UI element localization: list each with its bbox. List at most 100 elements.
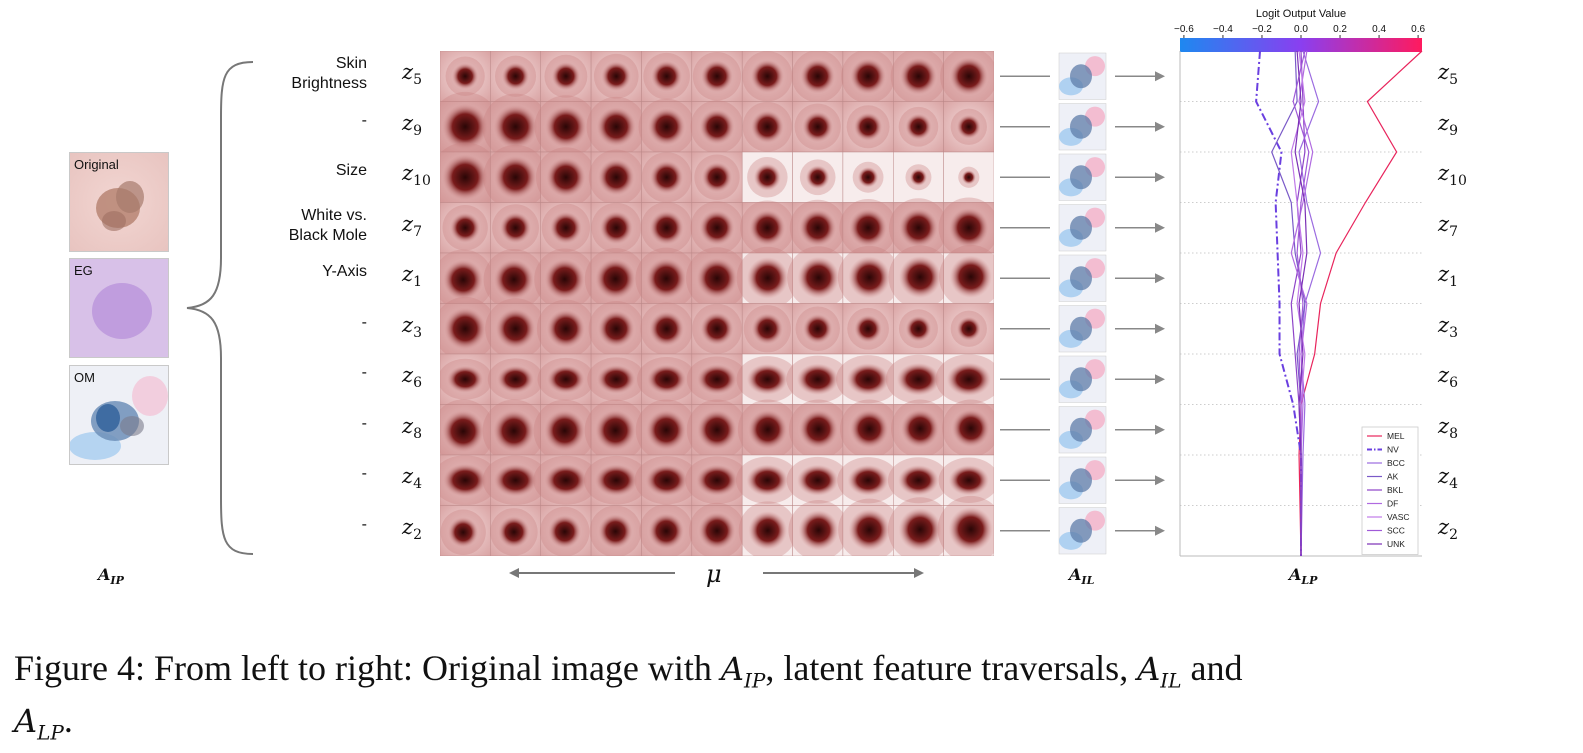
traversal-cell: [842, 101, 894, 153]
z-label-left-0: z5: [402, 60, 422, 89]
traversal-cell: [837, 245, 901, 309]
arrow-head: [1155, 273, 1165, 284]
feature-label-line: Y-Axis: [322, 263, 367, 281]
caption-a-lp: ALP: [14, 702, 64, 745]
traversal-cell: [791, 51, 844, 103]
series-line-bcc: [1298, 50, 1322, 557]
traversal-cell: [792, 101, 844, 153]
traversal-cell: [788, 399, 849, 459]
legend-label: UNK: [1387, 539, 1405, 549]
il-tile: [1058, 204, 1107, 252]
il-row: [1000, 507, 1165, 555]
feature-label-2: Size: [197, 161, 367, 181]
traversal-cell: [792, 303, 844, 355]
traversal-cell: [690, 100, 744, 154]
traversal-cell: [534, 95, 598, 159]
traversal-cell: [691, 303, 743, 355]
traversal-cell: [893, 303, 944, 355]
traversal-cell: [838, 498, 901, 556]
il-row: [1000, 355, 1165, 403]
traversal-cell: [490, 51, 541, 102]
feature-label-line: -: [361, 465, 367, 483]
traversal-cell: [686, 353, 748, 405]
traversal-cell: [639, 504, 694, 556]
feature-label-line: -: [361, 313, 367, 331]
traversal-cell: [533, 399, 596, 462]
z-label-right-2: z10: [1438, 161, 1467, 190]
traversal-cell: [483, 144, 548, 210]
traversal-cell: [736, 353, 799, 405]
original-image: [70, 153, 168, 251]
z-label-left-4: z1: [402, 262, 422, 291]
traversal-cell: [738, 501, 797, 556]
traversal-cell: [635, 247, 698, 310]
arrow-head: [1155, 323, 1165, 334]
z-label-left-8: z4: [402, 464, 422, 493]
thumbnail-label-om: OM: [74, 370, 95, 385]
series-line-unk: [1294, 50, 1308, 556]
traversal-cell: [891, 399, 950, 458]
traversal-cell: [584, 248, 647, 310]
traversal-cell: [539, 505, 592, 556]
traversal-cell: [839, 399, 899, 459]
traversal-cell: [635, 399, 697, 461]
traversal-cell: [685, 454, 749, 506]
traversal-cell: [540, 202, 592, 254]
traversal-cell: [440, 353, 493, 405]
traversal-cell: [888, 245, 952, 309]
feature-label-line: Skin: [335, 55, 367, 73]
arrow-head: [1155, 424, 1165, 435]
traversal-cell: [482, 93, 549, 160]
feature-label-line: Size: [335, 162, 367, 180]
legend-label: VASC: [1387, 512, 1410, 522]
il-row: [1000, 406, 1165, 454]
traversal-cell: [943, 151, 994, 203]
feature-label-line: -: [361, 515, 367, 533]
arrow-head: [1155, 172, 1165, 183]
traversal-cell: [440, 51, 491, 102]
series-line-scc: [1292, 50, 1310, 556]
traversal-cell: [533, 454, 599, 506]
traversal-cell: [938, 197, 994, 259]
thumbnail-label-original: Original: [74, 157, 119, 172]
label-a-ip: AIP: [98, 565, 124, 588]
il-column: [1000, 52, 1165, 555]
z-label-right-5: z3: [1438, 312, 1458, 341]
series-line-df: [1290, 50, 1314, 556]
traversal-cell: [485, 298, 546, 360]
traversal-cell: [837, 454, 899, 506]
traversal-cell: [589, 505, 642, 556]
traversal-cell: [788, 500, 849, 556]
traversal-cell: [943, 303, 994, 355]
z-label-right-6: z6: [1438, 363, 1458, 392]
feature-label-4: Y-Axis: [197, 262, 367, 282]
traversal-cell: [440, 296, 497, 361]
traversal-cell: [887, 454, 949, 506]
traversal-cell: [482, 454, 549, 506]
traversal-cell: [638, 98, 695, 155]
traversal-cell: [588, 301, 644, 357]
traversal-cell: [440, 454, 499, 506]
traversal-cell: [741, 151, 793, 203]
traversal-cell: [640, 302, 693, 356]
il-row: [1000, 305, 1165, 353]
traversal-cell: [741, 51, 793, 102]
traversal-cell: [487, 353, 544, 405]
caption-mid1: , latent feature traversals,: [765, 648, 1138, 688]
traversal-cell: [888, 198, 948, 258]
traversal-cell: [839, 198, 897, 257]
traversal-cell: [789, 199, 846, 256]
il-row: [1000, 103, 1165, 151]
traversal-cell: [587, 353, 646, 405]
il-row: [1000, 254, 1165, 302]
caption-mid2: and: [1181, 648, 1243, 688]
il-row: [1000, 52, 1165, 100]
colorbar: [1180, 38, 1422, 52]
traversal-cell: [482, 399, 546, 463]
il-row: [1000, 153, 1165, 201]
traversal-cell: [792, 151, 844, 203]
mu-axis-arrows: [509, 568, 924, 578]
colorbar-tick-label: −0.6: [1174, 24, 1194, 35]
traversal-cell: [736, 246, 799, 310]
il-row: [1000, 204, 1165, 252]
